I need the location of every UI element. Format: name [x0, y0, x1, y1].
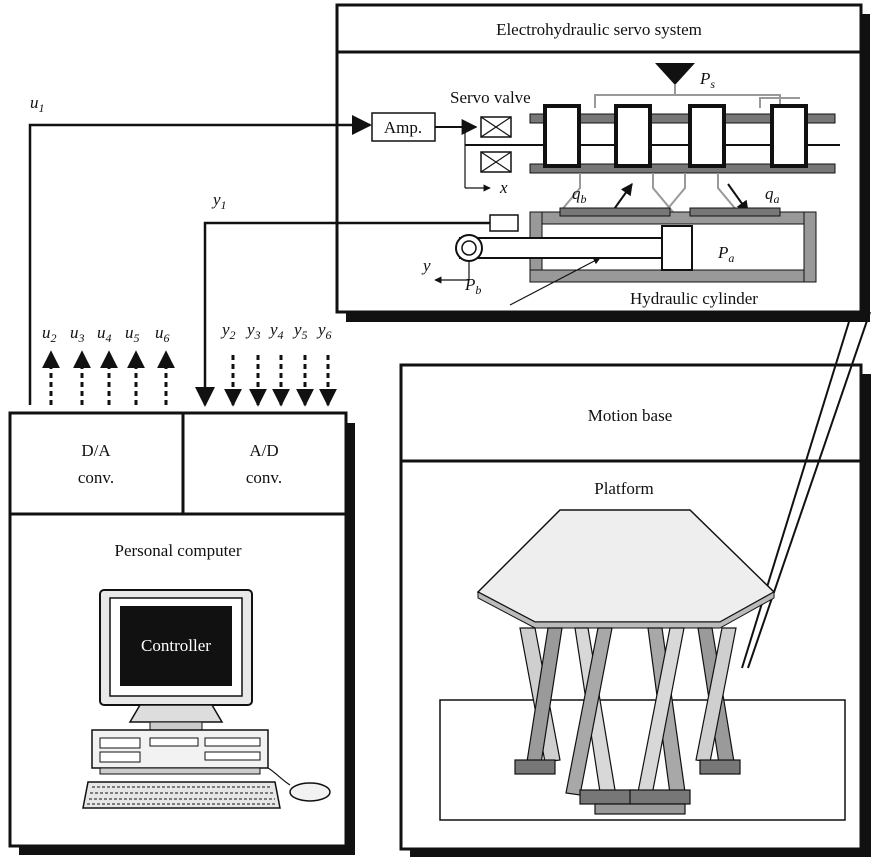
- y-arrow-3: y3: [245, 320, 261, 405]
- keyboard-icon: [83, 782, 280, 808]
- u-arrow-4: u4: [97, 323, 112, 405]
- platform-label: Platform: [594, 479, 654, 498]
- svg-text:y4: y4: [268, 320, 284, 342]
- spool-land-4: [772, 106, 806, 166]
- y-arrow-5: y5: [292, 320, 308, 405]
- computer-panel: D/A conv. A/D conv. Personal computer Co…: [10, 413, 355, 855]
- spool-land-2: [616, 106, 650, 166]
- ad-line2: conv.: [246, 468, 282, 487]
- u-signal-group: u2 u3 u4 u5 u6: [42, 323, 170, 405]
- cpu-case-icon: [92, 730, 268, 774]
- amp-label: Amp.: [384, 118, 422, 137]
- y-arrow-4: y4: [268, 320, 284, 405]
- piston-head: [662, 226, 692, 270]
- y-signal-group: y2 y3 y4 y5 y6: [220, 320, 332, 405]
- da-line2: conv.: [78, 468, 114, 487]
- svg-text:u4: u4: [97, 323, 112, 345]
- sensor-box: [490, 215, 518, 231]
- svg-text:y6: y6: [316, 320, 332, 342]
- svg-text:u3: u3: [70, 323, 85, 345]
- spool-land-3: [690, 106, 724, 166]
- svg-text:u5: u5: [125, 323, 140, 345]
- u-arrow-6: u6: [155, 323, 170, 405]
- cylinder-label: Hydraulic cylinder: [630, 289, 758, 308]
- svg-text:y2: y2: [220, 320, 236, 342]
- y-label: y: [421, 256, 431, 275]
- motion-title: Motion base: [588, 406, 673, 425]
- y1-label: y1: [211, 190, 227, 212]
- svg-text:y5: y5: [292, 320, 308, 342]
- screen-label: Controller: [141, 636, 211, 655]
- u-arrow-5: u5: [125, 323, 140, 405]
- x-label: x: [499, 178, 508, 197]
- svg-text:u2: u2: [42, 323, 57, 345]
- y-arrow-2: y2: [220, 320, 236, 405]
- u1-label: u1: [30, 93, 45, 115]
- computer-title: Personal computer: [115, 541, 242, 560]
- servo-panel-title: Electrohydraulic servo system: [496, 20, 702, 39]
- u-arrow-3: u3: [70, 323, 85, 405]
- ad-line1: A/D: [249, 441, 278, 460]
- motion-panel: Motion base Platform: [401, 312, 871, 857]
- y-arrow-6: y6: [316, 320, 332, 405]
- spool-land-1: [545, 106, 579, 166]
- u-arrow-2: u2: [42, 323, 57, 405]
- svg-text:y3: y3: [245, 320, 261, 342]
- piston-rod: [460, 238, 665, 258]
- servo-valve-label: Servo valve: [450, 88, 531, 107]
- da-line1: D/A: [81, 441, 111, 460]
- svg-text:u6: u6: [155, 323, 170, 345]
